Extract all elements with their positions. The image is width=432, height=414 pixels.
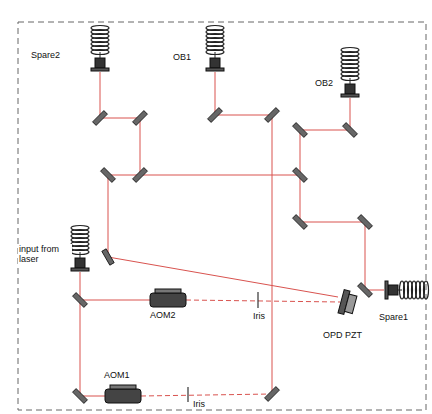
mirror: [358, 283, 373, 298]
mirror: [265, 387, 280, 402]
mirror: [102, 249, 114, 265]
coupler-flange: [71, 268, 89, 271]
beam: [141, 394, 272, 396]
fibre-coil: [424, 281, 429, 299]
mirror: [133, 168, 148, 183]
aom-devices: [105, 289, 186, 403]
laser-beams: [80, 72, 384, 396]
iris: [257, 292, 258, 308]
coupler-body: [95, 58, 105, 68]
beam: [186, 300, 340, 302]
part-label: Iris: [252, 311, 266, 321]
beam: [300, 175, 384, 290]
mirror: [101, 168, 116, 183]
mirror: [73, 293, 88, 308]
mirror: [133, 111, 148, 126]
coupler-flange: [91, 68, 109, 71]
coupler-flange: [206, 68, 224, 71]
fibre-coupler: [341, 48, 359, 98]
beam: [215, 72, 272, 394]
mirror: [293, 123, 308, 138]
fibre-couplers: [71, 26, 429, 300]
mirror: [265, 108, 280, 123]
aom2-device: [150, 293, 186, 307]
aom1-device: [110, 385, 136, 389]
beam: [80, 272, 150, 300]
beam: [80, 300, 105, 396]
part-label: Spare2: [30, 50, 61, 60]
coupler-flange: [341, 94, 359, 97]
coupler-body: [75, 258, 85, 268]
fibre-coupler: [71, 226, 89, 272]
pzt-mirror: [338, 290, 358, 317]
iris: [187, 387, 188, 402]
coupler-flange: [385, 281, 388, 299]
beam: [108, 175, 338, 297]
bench-outline: [18, 22, 426, 410]
mirror: [293, 215, 308, 230]
beam: [300, 98, 350, 175]
part-label: AOM1: [103, 370, 131, 380]
aom2-device: [155, 289, 181, 293]
mirror: [208, 108, 223, 123]
fibre-coil: [71, 250, 89, 255]
fibre-coil: [91, 50, 109, 55]
fibre-coil: [341, 76, 359, 81]
aom1-device: [105, 389, 141, 403]
part-label: Iris: [192, 399, 206, 409]
fibre-coupler: [206, 26, 224, 72]
fibre-coil: [206, 50, 224, 55]
pzt-mirror: [345, 294, 357, 313]
part-label: AOM2: [149, 310, 177, 320]
mirror: [358, 215, 373, 230]
part-label: OB2: [314, 78, 334, 88]
iris-marks: [188, 292, 258, 402]
mirror: [93, 111, 108, 126]
part-label: OB1: [172, 52, 192, 62]
fibre-coupler: [385, 281, 429, 299]
part-label: OPD PZT: [322, 330, 363, 340]
mirrors: [73, 108, 373, 404]
mirror: [343, 123, 358, 138]
part-label: Spare1: [378, 312, 409, 322]
part-label: input from laser: [18, 244, 72, 264]
coupler-body: [345, 84, 355, 94]
coupler-body: [388, 285, 398, 295]
mirror: [73, 389, 88, 404]
coupler-body: [210, 58, 220, 68]
fibre-coupler: [91, 26, 109, 72]
mirror: [293, 168, 308, 183]
